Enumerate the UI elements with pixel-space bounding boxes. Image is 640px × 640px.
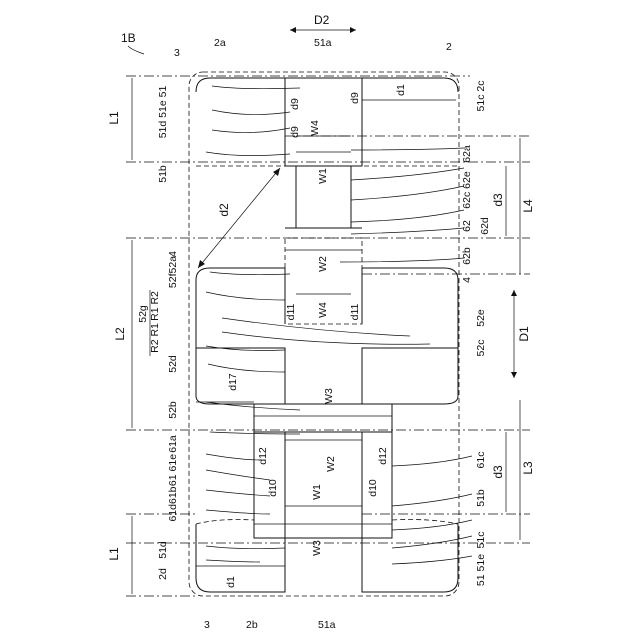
label-L3: L3 [521, 461, 535, 475]
label-52c: 52c [475, 340, 487, 357]
label-W2-mid: W2 [317, 256, 329, 272]
label-51a-top: 51a [314, 37, 332, 49]
bottom-terminal-left [196, 524, 285, 592]
label-2d: 2d [157, 568, 169, 580]
substrate-outline [189, 72, 459, 596]
label-d11-b: d11 [349, 303, 361, 320]
label-51b-bot: 51b [475, 489, 487, 507]
label-L2: L2 [113, 327, 127, 341]
label-L1-bot: L1 [107, 547, 121, 561]
label-d3-top: d3 [491, 193, 505, 207]
label-51b-top: 51b [157, 165, 169, 183]
label-51-51e-bot: 51 51e [475, 554, 487, 586]
label-d9-b: d9 [349, 92, 361, 104]
label-62b: 62b [461, 247, 473, 265]
label-62c-62e: 62c 62e [461, 171, 473, 209]
label-d12-a: d12 [257, 447, 269, 465]
label-D1: D1 [517, 326, 531, 342]
label-d3-bot: d3 [491, 465, 505, 479]
label-51d-51e-51: 51d 51e 51 [157, 86, 169, 139]
label-d2: d2 [217, 203, 231, 217]
label-2a: 2a [214, 37, 226, 49]
top-terminal-body [285, 78, 362, 166]
label-3-top: 3 [174, 47, 180, 59]
label-51d-bot: 51d [157, 541, 169, 559]
label-W3-mid: W3 [323, 388, 335, 404]
label-d9-a: d9 [289, 98, 301, 110]
label-61a: 61a [167, 435, 179, 453]
bottom-terminal-right [362, 524, 458, 592]
label-61c: 61c [475, 452, 487, 469]
label-1B: 1B [121, 31, 136, 45]
label-d17: d17 [227, 373, 239, 391]
label-W4-top: W4 [309, 120, 321, 136]
label-d11-a: d11 [285, 303, 297, 320]
label-d1-bot: d1 [225, 576, 237, 588]
label-W4-mid: W4 [317, 302, 329, 318]
label-51c-2c: 51c 2c [475, 81, 487, 112]
mid-electrode-left [196, 268, 285, 324]
label-52b: 52b [167, 401, 179, 419]
label-62d: 62d [479, 217, 491, 235]
label-L4: L4 [521, 199, 535, 213]
label-3-bot: 3 [204, 619, 210, 631]
label-d10-b: d10 [367, 479, 379, 497]
label-d9-c: d9 [289, 126, 301, 138]
label-2b: 2b [246, 619, 258, 631]
label-61d-61b: 61d61b [167, 486, 179, 521]
label-W3-bot: W3 [311, 540, 323, 556]
label-52g: 52g [137, 305, 149, 323]
label-d12-b: d12 [377, 447, 389, 465]
dim-d2 [198, 168, 280, 268]
bottom-dashed-curve [196, 520, 458, 525]
top-terminal-right [362, 78, 458, 166]
electrode-61 [254, 404, 392, 538]
label-R2-R1: R2 R1 [149, 323, 161, 353]
label-L1-top: L1 [107, 111, 121, 125]
label-52f-52a: 52f52a [167, 256, 179, 288]
label-W1-bot: W1 [311, 484, 323, 500]
label-52e: 52e [475, 309, 487, 327]
leader-lines [206, 86, 472, 564]
label-D2: D2 [314, 13, 330, 27]
label-61-61e: 61 61e [167, 454, 179, 486]
label-d1-top: d1 [395, 84, 407, 96]
label-52d: 52d [167, 355, 179, 373]
label-4-right: 4 [461, 277, 473, 283]
label-62a: 62a [461, 145, 473, 163]
label-51a-bot: 51a [318, 619, 336, 631]
label-W2-bot: W2 [325, 456, 337, 472]
label-51c-bot: 51c [475, 532, 487, 549]
label-62: 62 [461, 220, 473, 232]
label-R1-R2: R1 R2 [149, 291, 161, 321]
label-W1-top: W1 [317, 168, 329, 184]
mid-electrode-right [362, 268, 458, 324]
label-2: 2 [446, 41, 452, 53]
label-d10-a: d10 [267, 479, 279, 497]
figure-ref-arrow [128, 46, 144, 54]
